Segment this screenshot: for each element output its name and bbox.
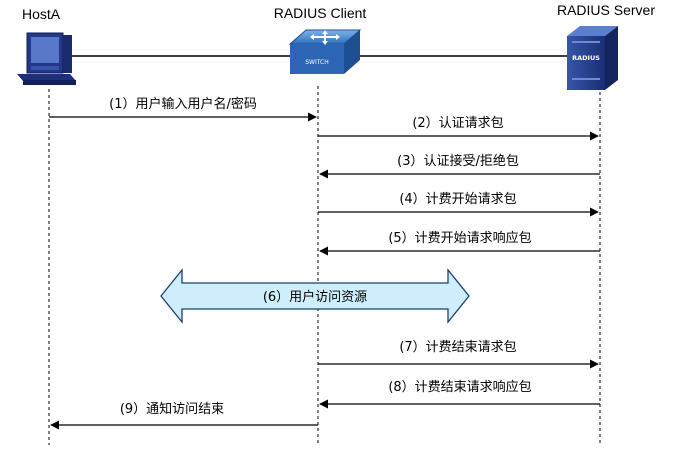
message-2: (2）认证请求包 bbox=[318, 116, 599, 141]
bidirectional-block-arrow bbox=[160, 268, 470, 324]
message-4: (4）计费开始请求包 bbox=[318, 192, 599, 217]
message-3: (3）认证接受/拒绝包 bbox=[319, 153, 600, 179]
message-1: (1）用户输入用户名/密码 bbox=[49, 96, 317, 122]
message-label: (7）计费结束请求包 bbox=[399, 340, 516, 355]
server-label: RADIUS bbox=[572, 54, 600, 62]
host-title: HostA bbox=[22, 6, 61, 22]
message-label: (8）计费结束请求响应包 bbox=[388, 379, 531, 395]
message-7: (7）计费结束请求包 bbox=[318, 340, 599, 369]
message-6: (6）用户访问资源 bbox=[160, 268, 470, 324]
message-8: (8）计费结束请求响应包 bbox=[319, 379, 600, 409]
message-label: (6）用户访问资源 bbox=[263, 289, 367, 305]
switch-icon: SWITCH bbox=[288, 29, 362, 74]
message-label: (3）认证接受/拒绝包 bbox=[397, 153, 519, 169]
message-label: (1）用户输入用户名/密码 bbox=[109, 96, 257, 112]
message-label: (9）通知访问结束 bbox=[120, 401, 224, 417]
message-9: (9）通知访问结束 bbox=[50, 401, 318, 430]
computer-icon bbox=[17, 32, 76, 85]
message-label: (4）计费开始请求包 bbox=[399, 192, 516, 207]
message-5: (5）计费开始请求响应包 bbox=[319, 230, 600, 256]
server-title: RADIUS Server bbox=[557, 2, 655, 18]
message-label: (5）计费开始请求响应包 bbox=[388, 230, 531, 246]
switch-label: SWITCH bbox=[305, 59, 329, 66]
message-label: (2）认证请求包 bbox=[412, 116, 503, 131]
server-icon: RADIUS bbox=[567, 26, 618, 90]
client-title: RADIUS Client bbox=[274, 5, 367, 21]
